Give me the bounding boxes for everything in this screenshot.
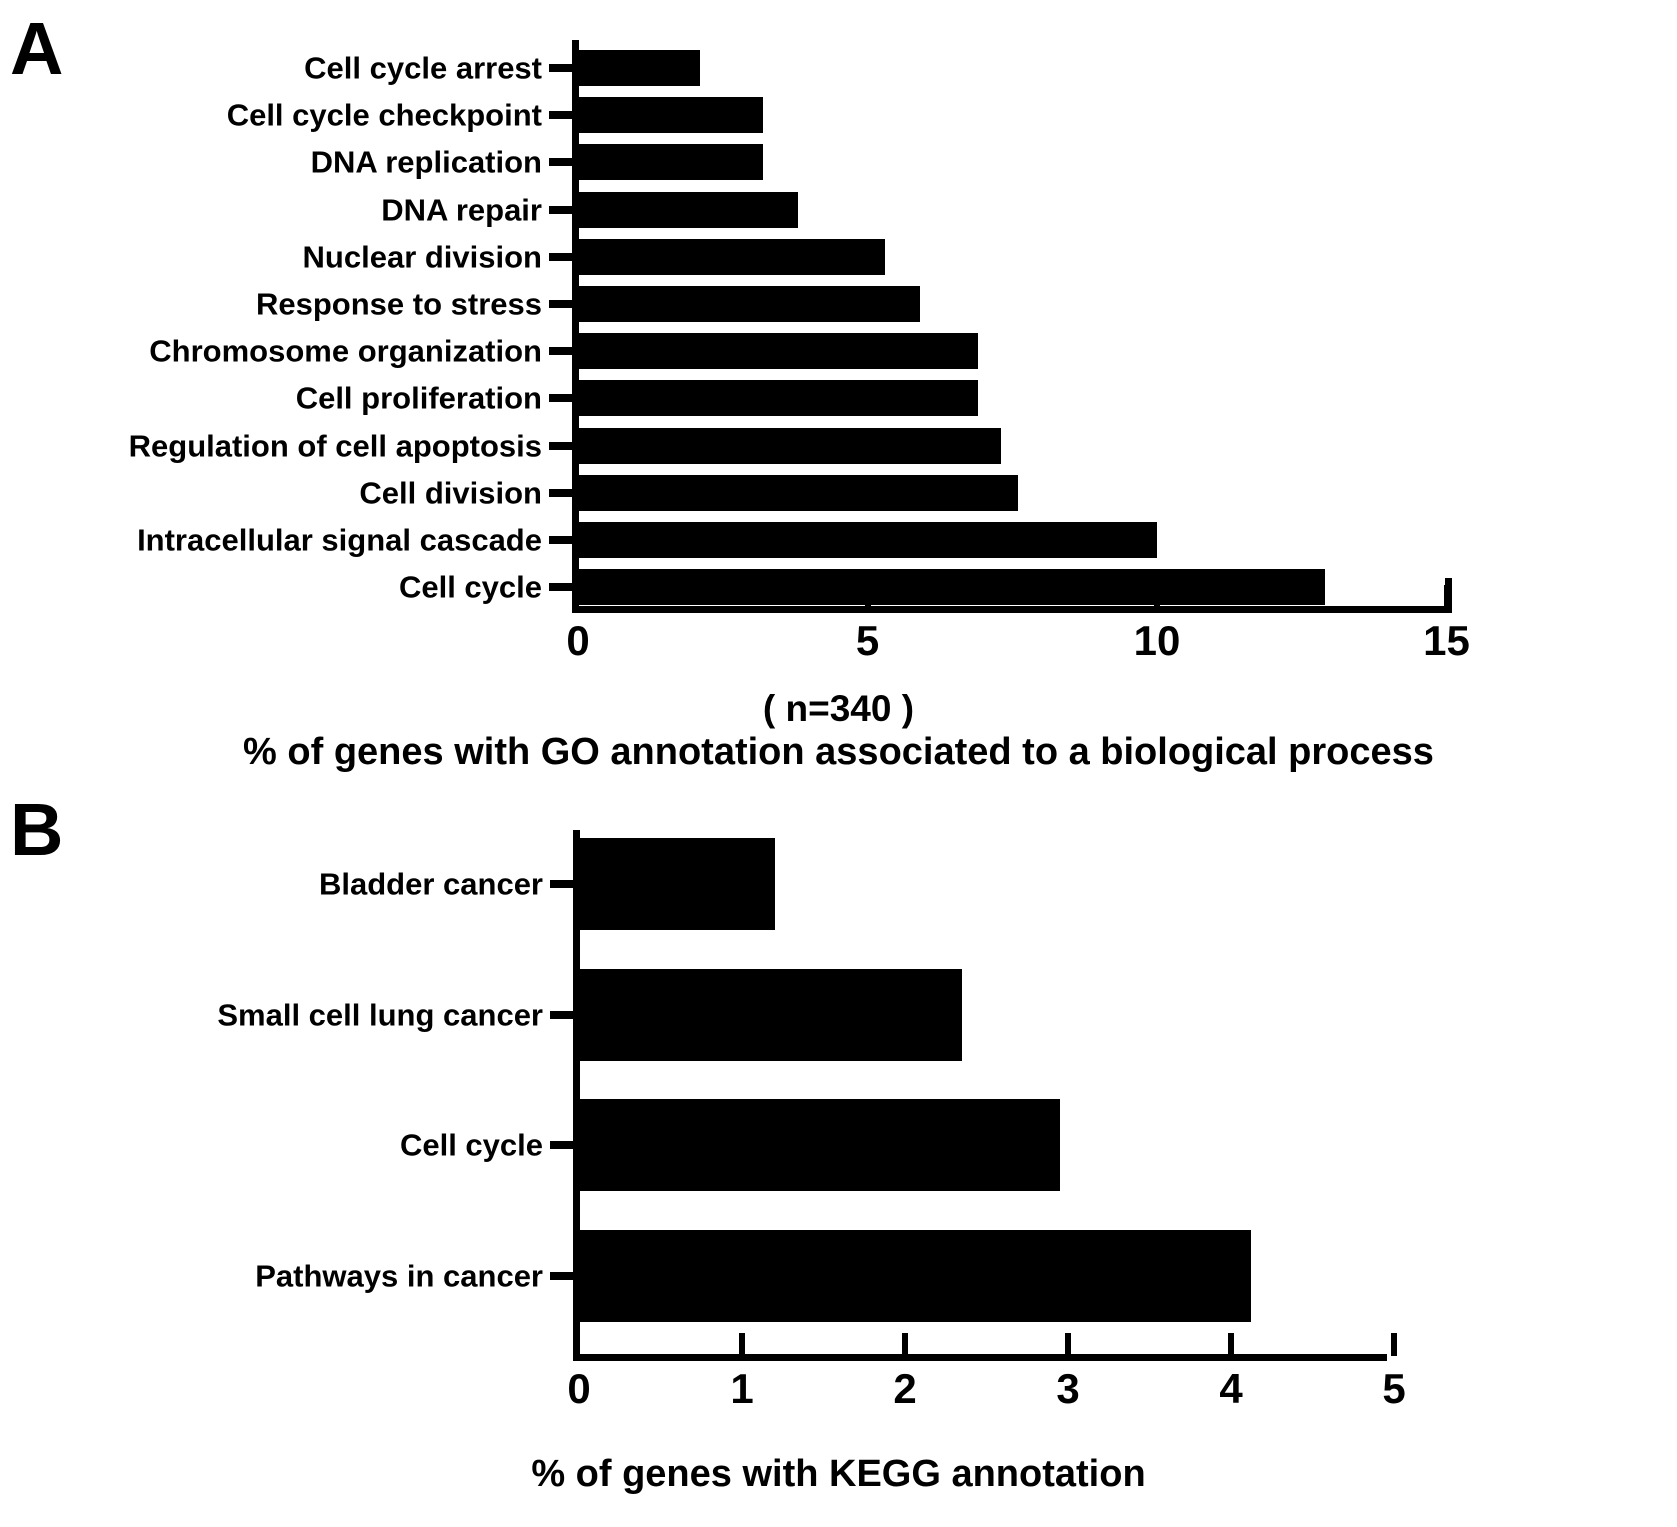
y-tick xyxy=(550,1141,574,1149)
y-axis-line xyxy=(572,40,579,612)
y-axis-line xyxy=(573,830,580,1360)
x-tick-label: 0 xyxy=(567,1365,591,1412)
x-tick-label: 3 xyxy=(1056,1365,1080,1412)
y-tick xyxy=(549,205,573,214)
y-tick xyxy=(550,880,574,888)
x-tick xyxy=(1065,1333,1071,1356)
y-tick xyxy=(549,583,573,592)
x-tick xyxy=(1228,1333,1234,1356)
bar xyxy=(578,333,978,370)
bar xyxy=(579,968,963,1061)
bar xyxy=(578,286,920,322)
bar xyxy=(578,522,1157,558)
x-tick xyxy=(1443,585,1450,608)
bar xyxy=(579,838,775,930)
y-tick xyxy=(549,394,573,403)
x-tick-label: 2 xyxy=(893,1365,917,1412)
bar xyxy=(578,97,764,134)
x-tick-label: 10 xyxy=(1133,617,1181,664)
x-axis-line xyxy=(572,606,1452,613)
x-axis-caption: % of genes with GO annotation associated… xyxy=(243,731,1434,773)
x-tick-label: 15 xyxy=(1423,617,1470,664)
category-label: Small cell lung cancer xyxy=(217,997,543,1032)
y-tick xyxy=(549,441,573,450)
category-label: DNA replication xyxy=(310,144,542,180)
y-tick xyxy=(549,158,573,167)
y-tick xyxy=(549,300,573,308)
x-axis-caption: % of genes with KEGG annotation xyxy=(531,1453,1146,1495)
x-axis-line xyxy=(573,1354,1387,1361)
y-tick xyxy=(549,347,573,356)
category-label: Bladder cancer xyxy=(319,866,543,902)
category-label: Cell cycle checkpoint xyxy=(226,97,542,133)
category-label: Nuclear division xyxy=(302,239,542,275)
category-label: Cell proliferation xyxy=(295,380,542,416)
category-label: Regulation of cell apoptosis xyxy=(128,428,542,464)
bar xyxy=(578,427,1001,464)
category-label: Cell cycle xyxy=(398,569,542,605)
category-label: Cell cycle arrest xyxy=(304,50,542,86)
y-tick xyxy=(550,1271,574,1280)
panel-a-letter: A xyxy=(10,7,63,90)
y-tick xyxy=(549,536,573,544)
bar xyxy=(578,569,1325,606)
x-tick xyxy=(1391,1333,1397,1356)
y-tick xyxy=(549,252,573,261)
y-tick xyxy=(549,111,573,120)
bar xyxy=(578,238,885,275)
x-tick xyxy=(739,1333,745,1356)
bar xyxy=(579,1229,1251,1322)
x-tick xyxy=(902,1333,908,1356)
x-tick-label: 5 xyxy=(855,617,880,664)
category-label: Pathways in cancer xyxy=(255,1258,543,1293)
y-tick xyxy=(549,64,573,72)
bar xyxy=(579,1099,1060,1191)
category-label: Cell cycle xyxy=(399,1127,543,1163)
bar xyxy=(578,50,700,86)
x-tick-label: 0 xyxy=(566,617,590,664)
x-tick xyxy=(1154,585,1160,608)
category-label: Chromosome organization xyxy=(149,333,542,369)
x-tick xyxy=(864,585,871,608)
panel-b-letter: B xyxy=(10,788,63,871)
y-tick xyxy=(550,1010,574,1019)
sample-size-annotation: ( n=340 ) xyxy=(762,688,915,729)
category-label: DNA repair xyxy=(381,192,542,228)
category-label: Response to stress xyxy=(256,286,542,322)
bar xyxy=(578,144,764,181)
bar xyxy=(578,474,1019,511)
bar xyxy=(578,380,978,417)
category-label: Cell division xyxy=(359,475,542,511)
x-tick-label: 4 xyxy=(1219,1365,1243,1412)
x-tick-label: 5 xyxy=(1382,1365,1406,1412)
x-tick-label: 1 xyxy=(730,1365,754,1412)
category-label: Intracellular signal cascade xyxy=(137,522,542,558)
y-tick xyxy=(549,488,573,497)
bar xyxy=(578,191,799,228)
